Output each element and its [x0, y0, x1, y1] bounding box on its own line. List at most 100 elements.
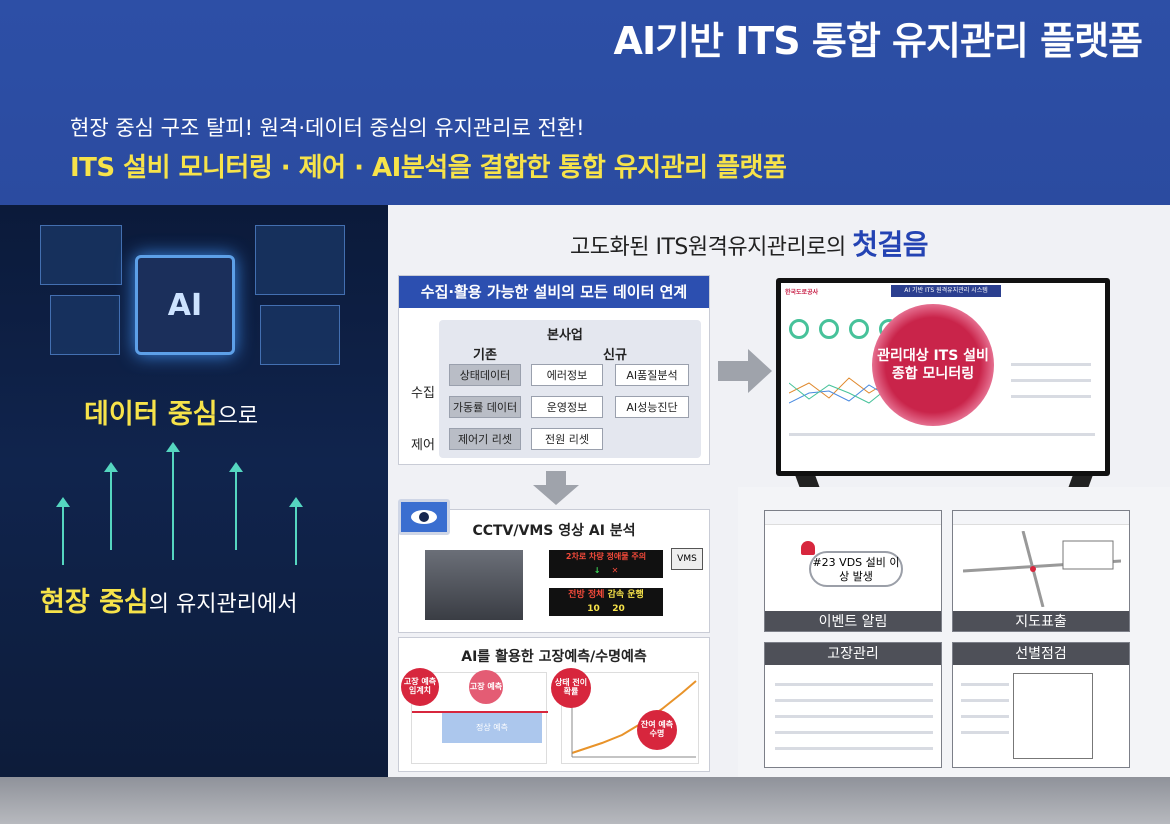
- column-new: 신규: [603, 348, 627, 363]
- header-subtitle: 현장 중심 구조 탈피! 원격·데이터 중심의 유지관리로 전환!: [70, 116, 585, 140]
- tag-new: 에러정보: [531, 364, 603, 386]
- arrow-up-icon: [104, 462, 118, 550]
- row-label-control: 제어: [411, 438, 435, 453]
- divider: [961, 699, 1009, 702]
- arrow-down-icon: ↓: [593, 566, 601, 575]
- page-title: AI기반 ITS 통합 유지관리 플랫폼: [613, 19, 1143, 63]
- arrow-up-icon: [289, 497, 303, 565]
- column-old: 기존: [473, 348, 497, 363]
- normal-band: 정상 예측: [442, 713, 542, 743]
- gauge-row: [789, 319, 1095, 343]
- tag-new: 전원 리셋: [531, 428, 603, 450]
- popup-dialog: [1013, 673, 1093, 759]
- monitor-eye-icon: [398, 499, 450, 535]
- tag-old: 제어기 리셋: [449, 428, 521, 450]
- divider: [1011, 363, 1091, 366]
- right-title-text: 고도화된 ITS원격유지관리로의: [570, 235, 853, 260]
- tag-new-ai: AI품질분석: [615, 364, 689, 386]
- left-text-field-centered: 현장 중심의 유지관리에서: [40, 580, 297, 619]
- right-title-emphasis: 첫걸음: [852, 228, 929, 261]
- left-visual-panel: AI 데이터 중심으로 현장 중심의 유지관리에서: [0, 205, 388, 777]
- divider: [789, 433, 1095, 436]
- hud-panel: [255, 225, 345, 295]
- gauge-icon: [849, 319, 869, 339]
- vms-sign-text: 감속 운행: [607, 590, 644, 600]
- road-background: [0, 777, 1170, 824]
- ai-prediction-box: AI를 활용한 고장예측/수명예측 정상 예측 고장 예측 임계치 고장 예측 …: [398, 637, 710, 772]
- gauge-icon: [789, 319, 809, 339]
- vms-sign-text: 2차로 차량 정애물 주의: [565, 552, 647, 561]
- divider: [775, 699, 933, 702]
- hud-panel: [40, 225, 122, 285]
- alarm-icon: [801, 541, 815, 555]
- tag-old: 가동률 데이터: [449, 396, 521, 418]
- project-label: 본사업: [547, 328, 583, 343]
- prediction-title: AI를 활용한 고장예측/수명예측: [461, 649, 647, 665]
- left-text-bold: 현장 중심: [40, 587, 149, 618]
- divider: [775, 731, 933, 734]
- alert-bubble: #23 VDS 설비 이상 발생: [809, 551, 903, 587]
- data-linkage-box: 수집·활용 가능한 설비의 모든 데이터 연계 수집 제어 본사업 기존 신규 …: [398, 275, 710, 465]
- vms-sign-number: 10: [587, 604, 600, 614]
- left-text-rest: 의 유지관리에서: [148, 592, 298, 617]
- screen-topbar: [953, 511, 1129, 525]
- cctv-vms-box: CCTV/VMS 영상 AI 분석 2차로 차량 정애물 주의 ↓ ✕ 전방 정체…: [398, 509, 710, 633]
- left-text-bold: 데이터 중심: [84, 399, 218, 430]
- arrow-up-icon: [229, 462, 243, 550]
- right-platform-panel: 고도화된 ITS원격유지관리로의 첫걸음 수집·활용 가능한 설비의 모든 데이…: [388, 205, 1170, 777]
- vms-sign: 2차로 차량 정애물 주의 ↓ ✕: [549, 550, 663, 578]
- badge-transition: 상태 전이 확률: [551, 668, 591, 708]
- data-linkage-header: 수집·활용 가능한 설비의 모든 데이터 연계: [399, 276, 709, 308]
- screen-selective-inspection: 선별점검: [952, 642, 1130, 768]
- screen-caption: 고장관리: [765, 643, 941, 665]
- screen-topbar: [765, 511, 941, 525]
- monitoring-badge: 관리대상 ITS 설비 종합 모니터링: [872, 304, 994, 426]
- screen-caption: 이벤트 알림: [765, 611, 941, 631]
- vms-label: VMS: [671, 548, 703, 570]
- map-view: [963, 531, 1121, 607]
- left-text-rest: 으로: [217, 404, 259, 429]
- screen-fault-management: 고장관리: [764, 642, 942, 768]
- system-title: AI 기반 ITS 원격유지관리 시스템: [891, 285, 1001, 297]
- hud-panel: [260, 305, 340, 365]
- screen-event-alert: #23 VDS 설비 이상 발생 이벤트 알림: [764, 510, 942, 632]
- arrow-right-icon: [718, 349, 772, 393]
- row-label-collect: 수집: [411, 386, 435, 401]
- divider: [775, 683, 933, 686]
- tag-new-ai: AI성능진단: [615, 396, 689, 418]
- brand-logo: 한국도로공사: [785, 289, 819, 296]
- eye-icon: [411, 510, 437, 524]
- divider: [775, 715, 933, 718]
- arrow-up-icon: [166, 442, 180, 560]
- divider: [961, 731, 1009, 734]
- badge-failure: 고장 예측: [469, 670, 503, 704]
- arrow-up-icon: [56, 497, 70, 565]
- screen-caption: 선별점검: [953, 643, 1129, 665]
- header-banner: AI기반 ITS 통합 유지관리 플랫폼 현장 중심 구조 탈피! 원격·데이터…: [0, 0, 1170, 205]
- screen-map: 지도표출: [952, 510, 1130, 632]
- divider: [775, 747, 933, 750]
- right-title: 고도화된 ITS원격유지관리로의 첫걸음: [570, 223, 929, 263]
- header-main-text: ITS 설비 모니터링 · 제어 · AI분석을 결합한 통합 유지관리 플랫폼: [70, 153, 787, 183]
- badge-threshold: 고장 예측 임계치: [401, 668, 439, 706]
- badge-remaining-life: 잔여 예측 수명: [637, 710, 677, 750]
- hud-panel: [50, 295, 120, 355]
- screen-caption: 지도표출: [953, 611, 1129, 631]
- divider: [1011, 379, 1091, 382]
- threshold-line: [412, 711, 548, 713]
- vms-sign-text: 전방 정체: [568, 590, 608, 600]
- divider: [961, 715, 1009, 718]
- cctv-title: CCTV/VMS 영상 AI 분석: [472, 523, 636, 539]
- divider: [961, 683, 1009, 686]
- ai-chip-icon: AI: [135, 255, 235, 355]
- gauge-icon: [819, 319, 839, 339]
- arrow-down-icon: [533, 471, 579, 505]
- project-scope-area: 본사업 기존 신규 상태데이터 가동률 데이터 제어기 리셋 에러정보 운영정보…: [439, 320, 701, 458]
- tag-old: 상태데이터: [449, 364, 521, 386]
- divider: [1011, 395, 1091, 398]
- cctv-image: [425, 550, 523, 620]
- tag-new: 운영정보: [531, 396, 603, 418]
- left-text-data-centered: 데이터 중심으로: [84, 392, 258, 431]
- close-icon: ✕: [611, 566, 619, 575]
- vms-sign-number: 20: [612, 604, 625, 614]
